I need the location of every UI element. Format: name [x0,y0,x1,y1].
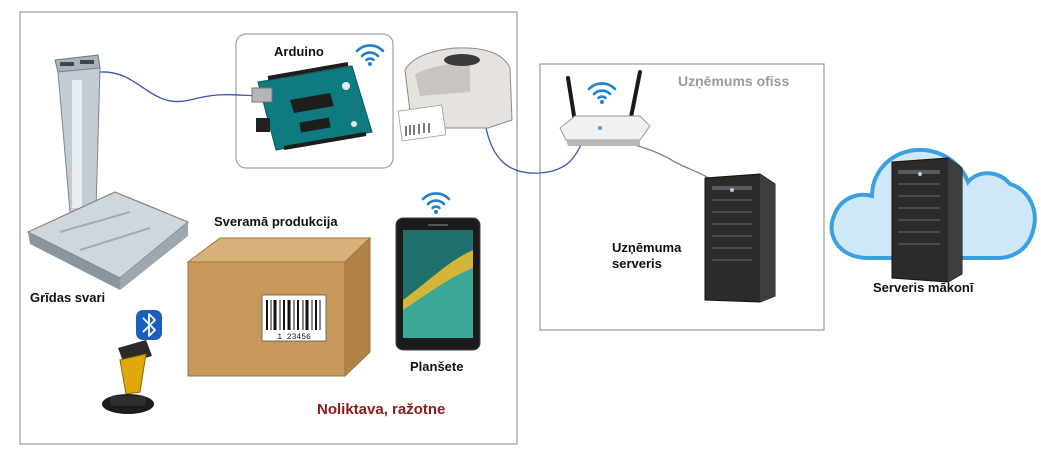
tablet-icon [395,217,481,351]
office-frame [539,63,825,331]
company-server-label: Uzņēmuma serveris [612,240,681,272]
scale-arduino-cable [99,71,263,103]
router-icon [559,70,651,146]
server-icon [704,173,776,303]
company-server-label-line1: Uzņēmuma [612,240,682,255]
scale-device-icon [26,54,190,290]
company-server-label-line2: serveris [612,256,662,271]
arduino-label: Arduino [274,44,324,59]
arduino-board-icon [251,62,373,151]
warehouse-frame [19,11,518,445]
wifi-icon [355,44,385,66]
wifi-icon [587,82,617,104]
product-label: Sveramā produkcija [214,214,338,229]
cardboard-box-icon: 1 23456 [186,236,372,378]
bluetooth-icon [136,310,162,340]
printer-router-cable [485,127,584,174]
office-label: Uzņēmums ofiss [678,73,790,89]
arduino-frame [235,33,394,169]
scale-label: Grīdas svari [30,290,106,305]
cloud-server-label: Serveris mākonī [873,280,974,295]
tablet-label: Planšete [410,359,464,374]
warehouse-label: Noliktava, ražotne [317,401,446,418]
barcode-digits: 1 23456 [277,333,311,342]
wifi-icon [421,192,451,214]
barcode-scanner-icon [102,340,154,414]
server-icon [891,157,963,283]
label-printer-icon [397,47,513,142]
